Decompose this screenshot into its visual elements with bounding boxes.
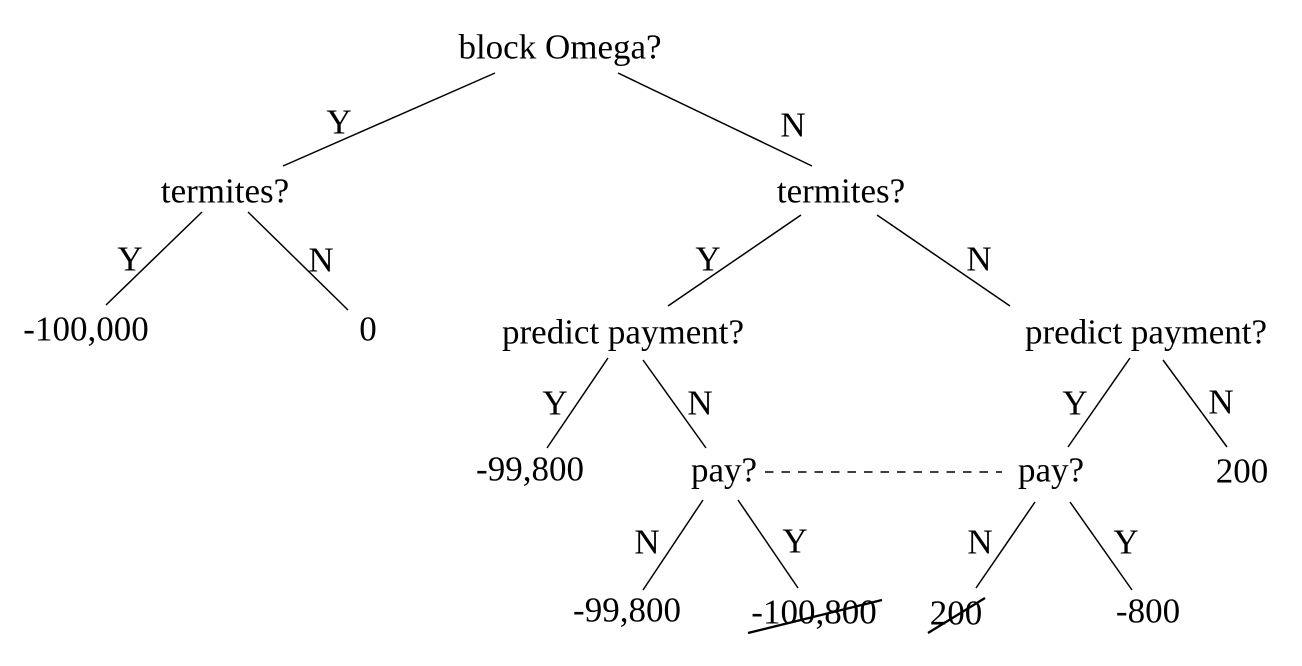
branch-label-pay-termites-yes: Y <box>782 521 808 561</box>
branch-label-termites-blocked-no: N <box>308 240 334 280</box>
node-termites-blocked: termites? <box>160 171 290 211</box>
branch-label-block-omega-yes: Y <box>326 102 352 142</box>
outcome-pay-no-termites: -800 <box>1115 591 1181 631</box>
branch-label-termites-blocked-yes: Y <box>117 239 143 279</box>
outcome-blocked-no-termites: 0 <box>359 309 377 349</box>
branch-label-predict-no-termites-yes: Y <box>1062 383 1088 423</box>
outcome-predicted-termites: -99,800 <box>476 449 584 489</box>
outcome-no-pay-no-termites: 200 <box>929 593 983 633</box>
branch-label-block-omega-no: N <box>780 105 806 145</box>
node-predict-payment-termites: predict payment? <box>502 312 744 352</box>
edge-block-omega-yes <box>282 72 496 167</box>
node-predict-payment-no-termites: predict payment? <box>1025 312 1267 352</box>
branch-label-predict-termites-yes: Y <box>542 383 568 423</box>
branch-label-predict-no-termites-no: N <box>1208 382 1234 422</box>
outcome-no-pay-termites: -99,800 <box>573 590 681 630</box>
branch-label-pay-termites-no: N <box>634 522 660 562</box>
branch-label-pay-no-termites-no: N <box>967 522 993 562</box>
node-pay-no-termites: pay? <box>1017 450 1085 490</box>
branch-label-pay-no-termites-yes: Y <box>1113 522 1139 562</box>
outcome-unpredicted-no-termites: 200 <box>1215 451 1269 491</box>
branch-label-termites-unblocked-yes: Y <box>695 239 721 279</box>
branch-label-predict-termites-no: N <box>687 383 713 423</box>
branch-label-termites-unblocked-no: N <box>966 239 992 279</box>
outcome-pay-termites: -100,800 <box>751 592 877 632</box>
node-block-omega: block Omega? <box>458 27 662 67</box>
edge-termites-unblocked-yes <box>667 214 802 307</box>
node-termites-unblocked: termites? <box>776 171 906 211</box>
node-pay-termites: pay? <box>690 450 758 490</box>
outcome-blocked-termites: -100,000 <box>23 309 149 349</box>
